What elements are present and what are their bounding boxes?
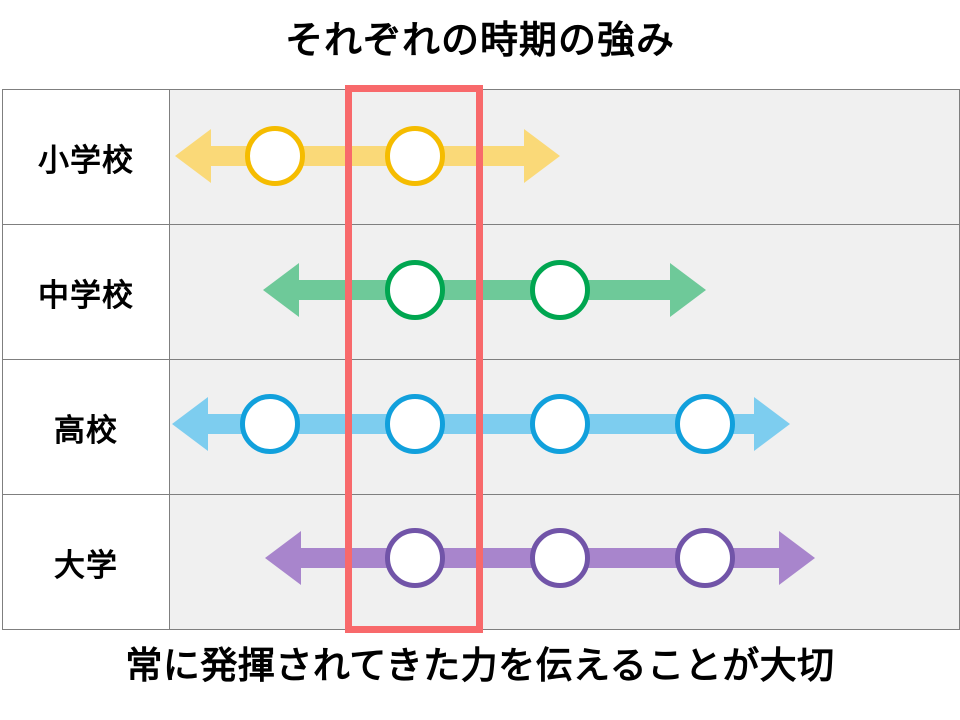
timeline-cell-elementary [169,89,960,225]
timeline-cell-junior-high [169,224,960,360]
stage-label-university: 大学 [2,494,170,630]
stage-label-junior-high: 中学校 [2,224,170,360]
bottom-caption: 常に発揮されてきた力を伝えることが大切 [125,645,835,686]
page-title: それぞれの時期の強み [284,20,675,62]
timeline-cell-university [169,494,960,630]
stage-label-high-school: 高校 [2,359,170,495]
table-row: 小学校 [2,89,960,225]
highlight-box [345,85,483,633]
stage-label-elementary: 小学校 [2,89,170,225]
timeline-cell-high-school [169,359,960,495]
